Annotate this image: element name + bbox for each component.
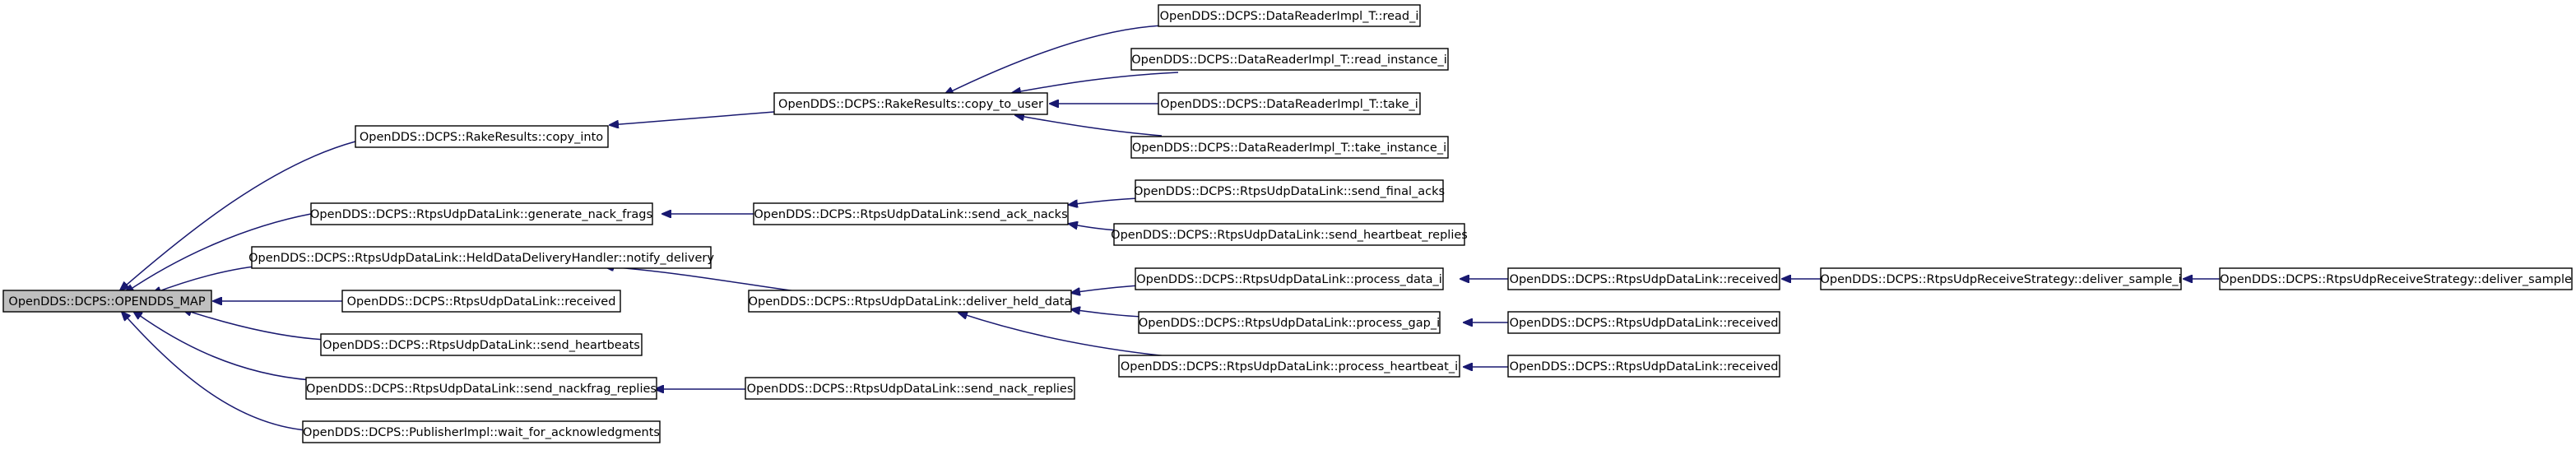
node-label: OpenDDS::DCPS::RtpsUdpDataLink::deliver_… [749,295,1072,309]
node-label: OpenDDS::DCPS::RtpsUdpReceiveStrategy::d… [1820,273,2181,286]
edge-read-i [945,25,1164,95]
node-label: OpenDDS::DCPS::RtpsUdpDataLink::HeldData… [248,252,714,265]
node-label: OpenDDS::DCPS::RtpsUdpDataLink::generate… [310,208,652,221]
edge-read-instance-i [1012,72,1179,93]
edge-take-instance-i [1015,115,1163,137]
node-label: OpenDDS::DCPS::RtpsUdpDataLink::received [1510,317,1779,330]
node-received-b[interactable]: OpenDDS::DCPS::RtpsUdpDataLink::received [1507,267,1780,290]
node-send-nackfrag-replies[interactable]: OpenDDS::DCPS::RtpsUdpDataLink::send_nac… [305,377,657,400]
node-received-c[interactable]: OpenDDS::DCPS::RtpsUdpDataLink::received [1507,311,1780,334]
node-read-i[interactable]: OpenDDS::DCPS::DataReaderImpl_T::read_i [1158,4,1421,27]
node-label: OpenDDS::DCPS::RtpsUdpDataLink::send_nac… [306,383,657,396]
node-copy-to-user[interactable]: OpenDDS::DCPS::RakeResults::copy_to_user [773,92,1048,115]
node-label: OpenDDS::DCPS::RtpsUdpDataLink::process_… [1121,360,1458,373]
node-deliver-held-data[interactable]: OpenDDS::DCPS::RtpsUdpDataLink::deliver_… [748,290,1072,313]
node-label: OpenDDS::DCPS::RakeResults::copy_to_user [778,98,1043,111]
edge-wait-for-acknowledgments [122,312,307,431]
edge-deliver-held-data [605,267,803,293]
node-label: OpenDDS::DCPS::DataReaderImpl_T::read_i [1160,10,1419,23]
edge-process-gap-i [1071,309,1144,318]
node-received-a[interactable]: OpenDDS::DCPS::RtpsUdpDataLink::received [341,290,621,313]
node-label: OpenDDS::DCPS::RtpsUdpDataLink::send_nac… [747,383,1074,396]
edge-copy-into [120,141,356,290]
node-notify-delivery[interactable]: OpenDDS::DCPS::RtpsUdpDataLink::HeldData… [248,246,714,269]
node-send-heartbeat-replies[interactable]: OpenDDS::DCPS::RtpsUdpDataLink::send_hea… [1111,223,1468,246]
node-send-nack-replies[interactable]: OpenDDS::DCPS::RtpsUdpDataLink::send_nac… [745,377,1075,400]
node-label: OpenDDS::DCPS::RtpsUdpDataLink::process_… [1139,317,1440,330]
edge-process-heartbeat-i [958,313,1186,359]
node-process-gap-i[interactable]: OpenDDS::DCPS::RtpsUdpDataLink::process_… [1138,311,1441,334]
node-label: OpenDDS::DCPS::DataReaderImpl_T::take_in… [1132,141,1446,155]
edge-notify-delivery [152,264,272,294]
node-label: OpenDDS::DCPS::DataReaderImpl_T::take_i [1160,98,1418,111]
nodes: OpenDDS::DCPS::OPENDDS_MAP OpenDDS::DCPS… [2,4,2573,443]
node-generate-nack-frags[interactable]: OpenDDS::DCPS::RtpsUdpDataLink::generate… [310,202,653,225]
node-copy-into[interactable]: OpenDDS::DCPS::RakeResults::copy_into [355,125,609,148]
node-process-heartbeat-i[interactable]: OpenDDS::DCPS::RtpsUdpDataLink::process_… [1118,355,1460,378]
edge-send-nackfrag-replies [133,311,312,381]
node-label: OpenDDS::DCPS::RakeResults::copy_into [360,131,603,144]
node-label: OpenDDS::DCPS::RtpsUdpDataLink::received [1510,360,1779,373]
node-deliver-sample[interactable]: OpenDDS::DCPS::RtpsUdpReceiveStrategy::d… [2219,267,2573,290]
node-send-final-acks[interactable]: OpenDDS::DCPS::RtpsUdpDataLink::send_fin… [1134,179,1445,202]
node-label: OpenDDS::DCPS::RtpsUdpDataLink::received [347,295,616,309]
node-label: OpenDDS::DCPS::RtpsUdpReceiveStrategy::d… [2220,273,2572,286]
edge-generate-nack-frags [125,213,312,293]
node-label: OpenDDS::DCPS::PublisherImpl::wait_for_a… [303,426,660,439]
node-label: OpenDDS::DCPS::RtpsUdpDataLink::process_… [1136,273,1442,286]
edge-send-heartbeats [183,309,327,341]
node-wait-for-acknowledgments[interactable]: OpenDDS::DCPS::PublisherImpl::wait_for_a… [302,420,661,443]
edges [120,25,2220,431]
node-label: OpenDDS::DCPS::RtpsUdpDataLink::received [1510,273,1779,286]
node-label: OpenDDS::DCPS::OPENDDS_MAP [8,295,205,309]
node-deliver-sample-i[interactable]: OpenDDS::DCPS::RtpsUdpReceiveStrategy::d… [1820,267,2182,290]
node-opendds-map[interactable]: OpenDDS::DCPS::OPENDDS_MAP [2,290,212,313]
edge-send-final-acks [1069,197,1141,205]
node-label: OpenDDS::DCPS::RtpsUdpDataLink::send_hea… [323,339,640,352]
node-process-data-i[interactable]: OpenDDS::DCPS::RtpsUdpDataLink::process_… [1135,267,1444,290]
node-label: OpenDDS::DCPS::RtpsUdpDataLink::send_ack… [754,208,1067,221]
node-take-i[interactable]: OpenDDS::DCPS::DataReaderImpl_T::take_i [1158,92,1421,115]
node-send-heartbeats[interactable]: OpenDDS::DCPS::RtpsUdpDataLink::send_hea… [320,333,643,356]
node-send-ack-nacks[interactable]: OpenDDS::DCPS::RtpsUdpDataLink::send_ack… [753,202,1069,225]
node-label: OpenDDS::DCPS::RtpsUdpDataLink::send_fin… [1134,185,1445,198]
node-take-instance-i[interactable]: OpenDDS::DCPS::DataReaderImpl_T::take_in… [1130,136,1449,159]
edge-process-data-i [1071,285,1141,293]
node-label: OpenDDS::DCPS::DataReaderImpl_T::read_in… [1131,53,1447,67]
node-read-instance-i[interactable]: OpenDDS::DCPS::DataReaderImpl_T::read_in… [1130,48,1449,71]
node-label: OpenDDS::DCPS::RtpsUdpDataLink::send_hea… [1111,229,1468,242]
edge-copy-to-user [610,111,775,125]
node-received-d[interactable]: OpenDDS::DCPS::RtpsUdpDataLink::received [1507,355,1780,378]
